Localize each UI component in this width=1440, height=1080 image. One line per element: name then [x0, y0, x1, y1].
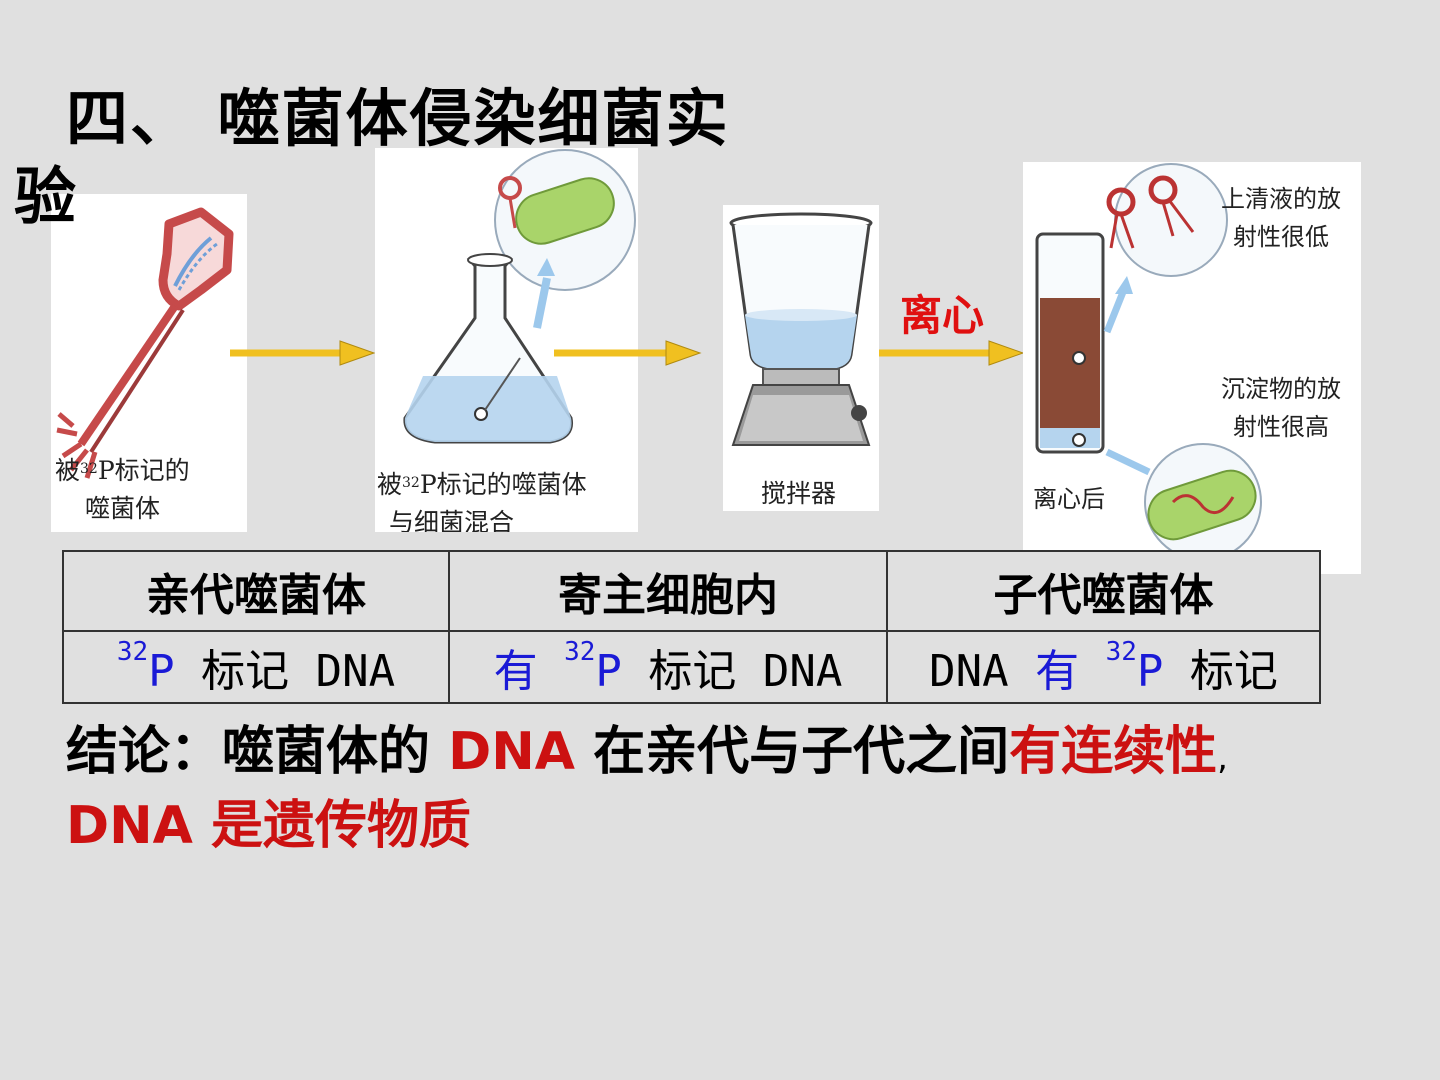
blender-panel: 搅拌器	[723, 205, 879, 511]
blender-illustration	[729, 212, 873, 446]
title-line-1: 四、 噬菌体侵染细菌实	[66, 82, 730, 155]
cell-host-cell: 有 32P 标记 DNA	[448, 630, 888, 704]
phage-panel: 被32P标记的 噬菌体	[51, 194, 247, 532]
header-parent-phage: 亲代噬菌体	[62, 550, 450, 632]
table-row: 32P 标记 DNA 有 32P 标记 DNA DNA 有 32P 标记	[62, 630, 1321, 704]
flask-caption: 被32P标记的噬菌体 与细菌混合	[377, 470, 587, 532]
tube-caption: 离心后	[1033, 485, 1105, 513]
phage-illustration	[56, 207, 234, 479]
centrifuge-label: 离心	[900, 291, 985, 340]
flask-illustration	[403, 149, 636, 444]
sediment-caption: 沉淀物的放 射性很高	[1221, 375, 1341, 441]
phage-caption: 被32P标记的 噬菌体	[55, 456, 190, 523]
conclusion-text: 结论：噬菌体的 DNA 在亲代与子代之间有连续性, DNA 是遗传物质	[66, 722, 1228, 856]
supernatant-caption: 上清液的放 射性很低	[1221, 185, 1341, 251]
cell-progeny-phage: DNA 有 32P 标记	[886, 630, 1321, 704]
result-table: 亲代噬菌体 寄主细胞内 子代噬菌体 32P 标记 DNA 有 32P 标记 DN…	[62, 550, 1321, 704]
blender-caption: 搅拌器	[761, 479, 837, 508]
slide-title: 四、 噬菌体侵染细菌实 验	[14, 78, 730, 238]
title-line-2: 验	[14, 160, 79, 233]
arrow-2-icon	[554, 340, 702, 366]
tube-panel: 上清液的放 射性很低 沉淀物的放 射性很高 离心后	[1023, 162, 1361, 574]
flask-panel: 被32P标记的噬菌体 与细菌混合	[375, 148, 638, 532]
header-progeny-phage: 子代噬菌体	[886, 550, 1321, 632]
cell-parent-phage: 32P 标记 DNA	[62, 630, 450, 704]
header-host-cell: 寄主细胞内	[448, 550, 888, 632]
arrow-3-icon	[879, 340, 1025, 366]
arrow-1-icon	[230, 340, 376, 366]
table-header-row: 亲代噬菌体 寄主细胞内 子代噬菌体	[62, 550, 1321, 632]
